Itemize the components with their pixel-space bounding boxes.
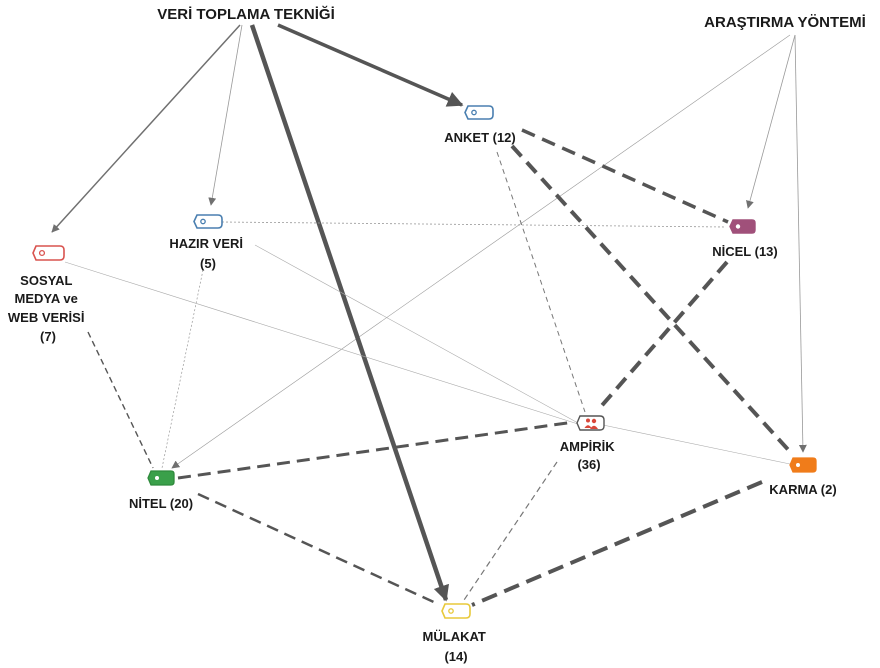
edge-ampirik-mulakat [461,461,558,604]
edge-arastirma-nitel [171,34,791,469]
karma-label: KARMA (2) [769,482,836,497]
sosyal-medya-label: SOSYAL MEDYA ve WEB VERİSİ (7) [8,273,88,344]
karma-tag-icon [789,457,817,473]
edge-nitel-ampirik [177,420,575,480]
edge-hazir-nicel [221,221,727,228]
edge-veri-sosyal [51,24,241,233]
hazir-veri-label: HAZIR VERİ (5) [169,236,246,271]
edge-anket-ampirik [496,151,586,413]
nicel-label: NİCEL (13) [712,244,778,259]
anket-label: ANKET (12) [444,130,516,145]
edge-veri-mulakat [249,24,449,602]
ampirik-label: AMPİRİK (36) [560,439,619,472]
edge-sosyal-ampirik [64,261,579,425]
nitel-tag-icon [147,470,175,486]
nicel-tag-icon [729,219,756,234]
edge-arastirma-karma [794,34,807,453]
veri-toplama-label: VERİ TOPLAMA TEKNİĞİ [157,5,335,23]
hazir-veri-tag-icon [193,214,223,229]
arastirma-label: ARAŞTIRMA YÖNTEMİ [704,14,866,31]
edge-ampirik-karma [602,424,791,465]
edge-karma-mulakat [471,480,763,607]
mulakat-label: MÜLAKAT (14) [423,629,490,664]
edge-hazir-nitel [161,269,204,469]
mulakat-tag-icon [441,603,471,619]
anket-tag-icon [464,105,494,120]
sosyal-medya-tag-icon [32,245,65,261]
edge-nicel-ampirik [596,260,729,412]
edge-anket-nicel [521,128,729,224]
edge-hazir-ampirik [254,244,579,424]
edge-anket-karma [510,144,795,457]
edge-nitel-mulakat [197,492,439,606]
ampirik-people-icon [576,415,605,431]
edge-arastirma-nicel [746,34,796,209]
edge-veri-anket [277,23,464,107]
edge-veri-hazir [208,24,243,206]
edge-sosyal-nitel [87,331,154,469]
nitel-label: NİTEL (20) [129,496,193,511]
